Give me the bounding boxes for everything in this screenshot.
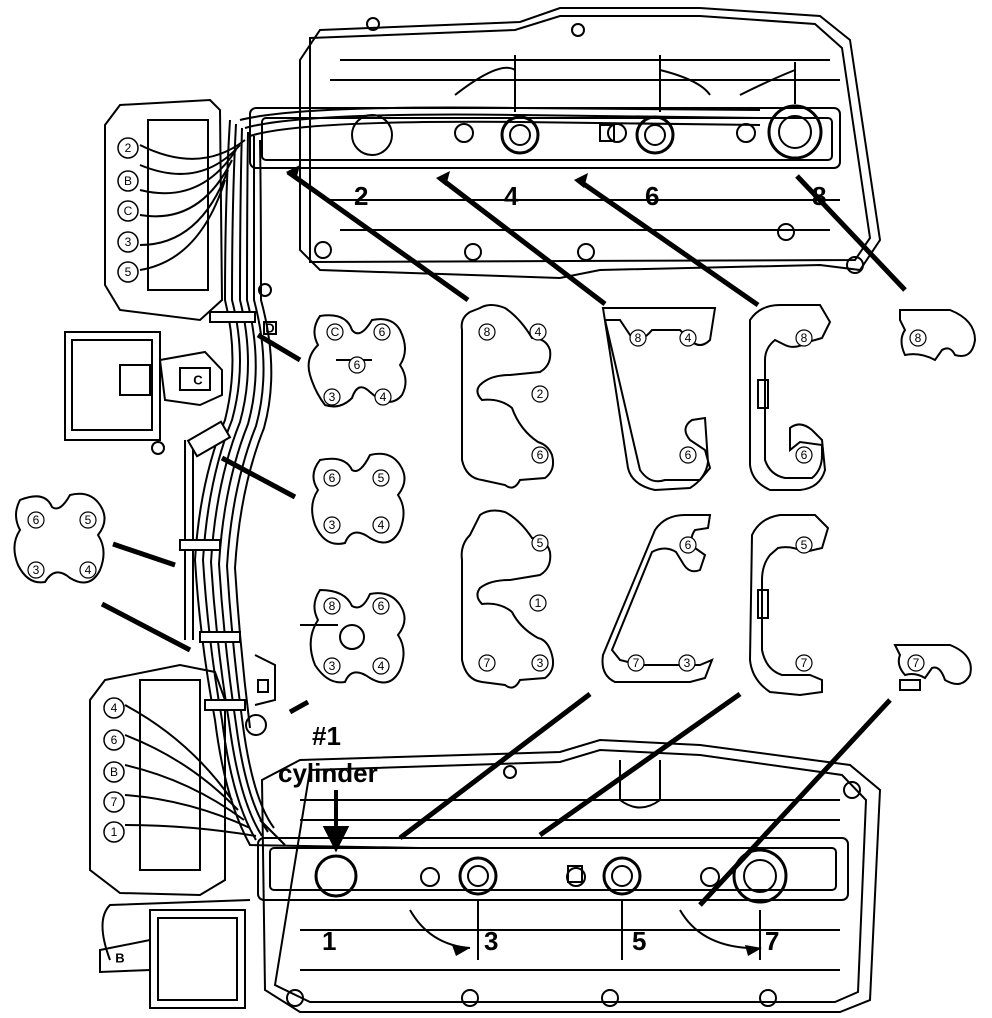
holder-label: 3 — [684, 656, 691, 670]
terminal-label: 7 — [111, 795, 118, 809]
terminal-label: 1 — [111, 825, 118, 839]
connector-bottom-terminals — [103, 697, 125, 843]
terminal-label: 6 — [111, 733, 118, 747]
holder-label: 7 — [633, 656, 640, 670]
terminal-label: 5 — [125, 265, 132, 279]
holder-label-circles — [478, 323, 927, 672]
rear-bank-number: 3 — [484, 926, 498, 956]
holder-label: 8 — [635, 331, 642, 345]
clip-label: 3 — [329, 659, 336, 673]
left-connector-top — [104, 98, 272, 322]
holder-bot-b — [601, 514, 714, 683]
holder-label: 8 — [915, 331, 922, 345]
terminal-label: 4 — [111, 701, 118, 715]
front-bank-number: 4 — [504, 181, 519, 211]
holder-label: 8 — [484, 325, 491, 339]
holder-top-d — [899, 309, 977, 362]
holder-bot-d — [893, 644, 972, 691]
holder-top-b — [601, 307, 717, 492]
clip-label: 8 — [329, 599, 336, 613]
terminal-label: 2 — [125, 141, 132, 155]
terminal-label: B — [110, 765, 118, 779]
holder-label: 3 — [537, 656, 544, 670]
holder-label: 8 — [801, 331, 808, 345]
connector-letter-b: B — [115, 951, 124, 966]
leader-lines — [100, 169, 907, 907]
callout-line-1: #1 — [312, 721, 341, 751]
holder-label: 7 — [484, 656, 491, 670]
clip-label: 4 — [378, 518, 385, 532]
holder-label: 6 — [685, 448, 692, 462]
clip-label: 6 — [378, 599, 385, 613]
cylinder-1-callout: #1 cylinder — [278, 721, 378, 788]
holder-label: 2 — [537, 387, 544, 401]
clip-label: 4 — [85, 563, 92, 577]
wire-clip-2 — [311, 452, 406, 545]
holder-label: 4 — [685, 331, 692, 345]
wire-harness — [124, 106, 761, 849]
front-bank-number: 8 — [812, 181, 826, 211]
wire-clip-standalone — [13, 492, 106, 584]
holder-label: 7 — [913, 656, 920, 670]
wire-clip-3 — [300, 588, 406, 684]
connector-top-terminals — [117, 137, 139, 283]
holder-labels: 8 4 2 6 8 4 6 8 6 8 5 1 7 3 6 7 3 5 7 7 — [484, 325, 922, 670]
clip-labels: 6 C 6 3 4 6 5 3 4 8 6 3 4 6 5 3 4 — [33, 325, 387, 673]
clip-label: 4 — [378, 659, 385, 673]
coil-box-bottom — [99, 899, 251, 1009]
holder-label: 5 — [801, 538, 808, 552]
rear-bank-number: 5 — [632, 926, 646, 956]
holder-label: 6 — [801, 448, 808, 462]
holder-label: 6 — [537, 448, 544, 462]
front-bank-number: 2 — [354, 181, 368, 211]
connector-letter-c: C — [193, 373, 203, 388]
terminal-label: B — [124, 174, 132, 188]
clip-label: 6 — [33, 513, 40, 527]
holder-label: 6 — [685, 538, 692, 552]
holder-label: 7 — [801, 656, 808, 670]
upper-cylinder-head — [249, 7, 882, 280]
connector-letter-d: D — [265, 321, 274, 336]
callout-line-2: cylinder — [278, 758, 378, 788]
clip-label: 3 — [33, 563, 40, 577]
holder-label: 4 — [535, 325, 542, 339]
connector-top-labels: 2 B C 3 5 — [124, 141, 133, 279]
terminal-label: C — [124, 204, 133, 218]
cylinder-1-arrow — [322, 790, 350, 853]
lower-cylinder-head — [257, 738, 882, 1013]
holder-top-c — [749, 304, 832, 491]
clip-label: C — [331, 325, 340, 339]
holder-label: 5 — [537, 536, 544, 550]
clip-label: 5 — [85, 513, 92, 527]
rear-bank-numbers: 1 3 5 7 — [322, 926, 779, 956]
clip-label: 6 — [379, 325, 386, 339]
connector-bottom-labels: 4 6 B 7 1 — [110, 701, 118, 839]
bank-arrow-heads — [286, 165, 762, 956]
terminal-label: 3 — [125, 235, 132, 249]
clip-label: 4 — [380, 390, 387, 404]
rear-bank-number: 1 — [322, 926, 336, 956]
clip-label: 5 — [378, 471, 385, 485]
front-bank-number: 6 — [645, 181, 659, 211]
holder-bot-c — [748, 514, 830, 697]
front-bank-numbers: 2 4 6 8 — [354, 181, 826, 211]
clip-label: 6 — [329, 471, 336, 485]
clip-label-circles — [27, 323, 392, 675]
clip-label: 6 — [354, 358, 361, 372]
coil-box-middle — [64, 331, 223, 455]
rear-bank-number: 7 — [765, 926, 779, 956]
left-connector-bottom — [89, 663, 226, 897]
clip-label: 3 — [329, 518, 336, 532]
clip-label: 3 — [329, 390, 336, 404]
holder-label: 1 — [535, 596, 542, 610]
